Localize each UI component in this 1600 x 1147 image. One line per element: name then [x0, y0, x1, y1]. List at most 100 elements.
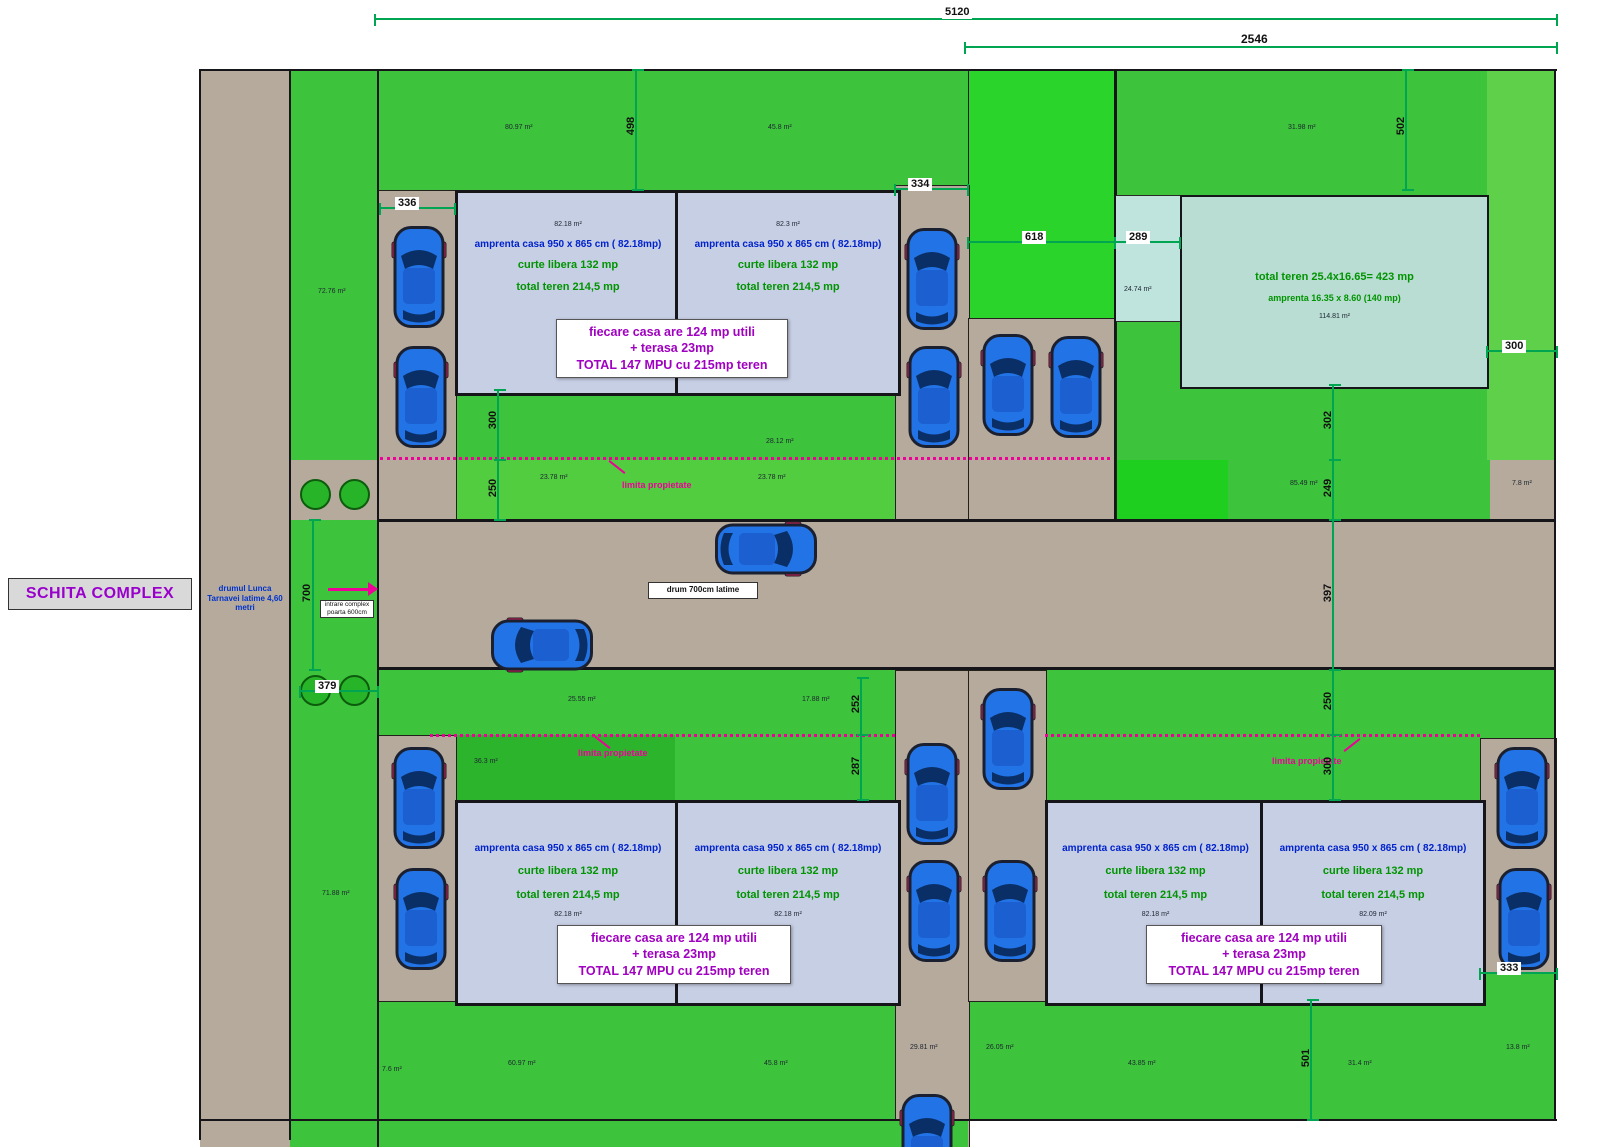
dim-label-249: 249 [1322, 478, 1335, 498]
dim-label-334: 334 [908, 178, 933, 191]
dim-label-250-right: 250 [1322, 691, 1335, 711]
road-edge-bottom [378, 667, 1555, 670]
property-limit-label: limita propietate [578, 748, 648, 758]
area-label: 7.8 m² [1512, 480, 1532, 487]
car [715, 521, 817, 577]
dim-label-overall: 5120 [942, 6, 973, 19]
car [491, 617, 593, 673]
area-label: 36.3 m² [474, 758, 498, 765]
green-band-top [455, 460, 895, 520]
area-label: 26.05 m² [986, 1044, 1014, 1051]
car [1494, 747, 1550, 849]
car [906, 346, 962, 448]
car [391, 226, 447, 328]
house-3-area: 82.18 m² [554, 911, 582, 918]
property-limit-line-bottom-right [1045, 734, 1480, 737]
area-label: 17.88 m² [802, 696, 830, 703]
area-label: 31.98 m² [1288, 124, 1316, 131]
boundary-bottom [199, 1119, 1557, 1121]
green-patch-bl [455, 735, 675, 800]
car [906, 860, 962, 962]
big-house-area: 114.81 m² [1319, 313, 1350, 320]
dim-label-333: 333 [1497, 962, 1522, 975]
big-house-amprenta: amprenta 16.35 x 8.60 (140 mp) [1268, 293, 1401, 303]
area-label: 23.78 m² [758, 474, 786, 481]
house-6-area: 82.09 m² [1359, 911, 1387, 918]
car [1048, 336, 1104, 438]
dim-label-379: 379 [315, 680, 340, 693]
dim-line-501 [1307, 999, 1319, 1121]
tree [300, 479, 331, 510]
green-extension-site [378, 1120, 968, 1147]
area-label: 85.49 m² [1290, 480, 1318, 487]
dim-line-250-left [494, 459, 506, 521]
dim-label-289: 289 [1126, 231, 1151, 244]
green-block-mid [968, 70, 1117, 320]
dim-label-618: 618 [1022, 231, 1047, 244]
dim-label-502: 502 [1395, 116, 1408, 136]
area-label: 72.76 m² [318, 288, 346, 295]
area-label: 24.74 m² [1124, 286, 1152, 293]
line-street-strip [289, 70, 291, 1140]
dim-label-397: 397 [1322, 583, 1335, 603]
dim-label-252: 252 [850, 694, 863, 714]
dim-label-501: 501 [1300, 1048, 1313, 1068]
car [904, 228, 960, 330]
dim-line-502 [1402, 69, 1414, 191]
house-5-area: 82.18 m² [1141, 911, 1170, 918]
info-line-1: fiecare casa are 124 mp utili [590, 931, 758, 945]
plan-title: SCHITA COMPLEX [8, 578, 192, 610]
area-label: 31.4 m² [1348, 1060, 1372, 1067]
area-label: 80.97 m² [505, 124, 533, 131]
area-label: 60.97 m² [508, 1060, 536, 1067]
info-line-2: + terasa 23mp [630, 341, 714, 356]
property-limit-label: limita propietate [622, 480, 692, 490]
boundary-top [199, 69, 1557, 71]
house-6-curte: curte libera 132 mp [1322, 865, 1424, 877]
info-line-1: fiecare casa are 124 mp utili [1180, 931, 1348, 945]
area-label: 45.8 m² [768, 124, 792, 131]
area-label: 28.12 m² [766, 438, 794, 445]
info-box-bottom-right: fiecare casa are 124 mp utili + terasa 2… [1146, 925, 1382, 984]
area-label: 13.8 m² [1506, 1044, 1530, 1051]
house-2-teren: total teren 214,5 mp [736, 281, 840, 293]
house-2-amprenta: amprenta casa 950 x 865 cm ( 82.18mp) [694, 239, 882, 250]
house-5-amprenta: amprenta casa 950 x 865 cm ( 82.18mp) [1062, 843, 1249, 854]
car [982, 860, 1038, 962]
house-6-teren: total teren 214,5 mp [1321, 889, 1425, 901]
dim-label-300-right: 300 [1502, 340, 1527, 353]
boundary-right [1554, 70, 1556, 1120]
boundary-left [199, 70, 201, 1140]
line-mid-right-block [1114, 70, 1116, 520]
house-4-teren: total teren 214,5 mp [736, 889, 840, 901]
entrance-label: intrare complex poarta 600cm [320, 600, 374, 618]
dim-line-300-right2 [1329, 734, 1341, 801]
info-line-3: TOTAL 147 MPU cu 215mp teren [576, 357, 768, 372]
area-label: 23.78 m² [540, 474, 568, 481]
dim-label-498: 498 [625, 116, 638, 136]
dim-label-302: 302 [1322, 410, 1335, 430]
info-line-1: fiecare casa are 124 mp utili [588, 325, 756, 339]
house-1-amprenta: amprenta casa 950 x 865 cm ( 82.18mp) [474, 239, 662, 250]
dim-label-300-right2: 300 [1322, 756, 1335, 776]
house-3-curte: curte libera 132 mp [517, 865, 619, 877]
dim-line-287 [857, 734, 869, 801]
big-house-teren: total teren 25.4x16.65= 423 mp [1255, 271, 1414, 283]
street-name-label: drumul Lunca Tarnavei latime 4,60 metri [207, 584, 283, 613]
green-edge-right [1487, 70, 1555, 460]
road-width-label: drum 700cm latime [648, 582, 758, 599]
street-extension [200, 1120, 290, 1147]
line-strip-site [377, 70, 379, 1147]
house-4-amprenta: amprenta casa 950 x 865 cm ( 82.18mp) [694, 843, 882, 854]
car [1496, 868, 1552, 970]
dim-label-287: 287 [850, 756, 863, 776]
area-label: 43.85 m² [1128, 1060, 1156, 1067]
entrance-arrow-head [368, 582, 378, 596]
house-1-area: 82.18 m² [554, 221, 582, 228]
info-line-2: + terasa 23mp [1222, 947, 1306, 962]
green-band-bright [1110, 460, 1228, 520]
dim-label-300-left: 300 [487, 410, 500, 430]
house-4-area: 82.18 m² [774, 911, 802, 918]
street-vertical [200, 70, 290, 1122]
